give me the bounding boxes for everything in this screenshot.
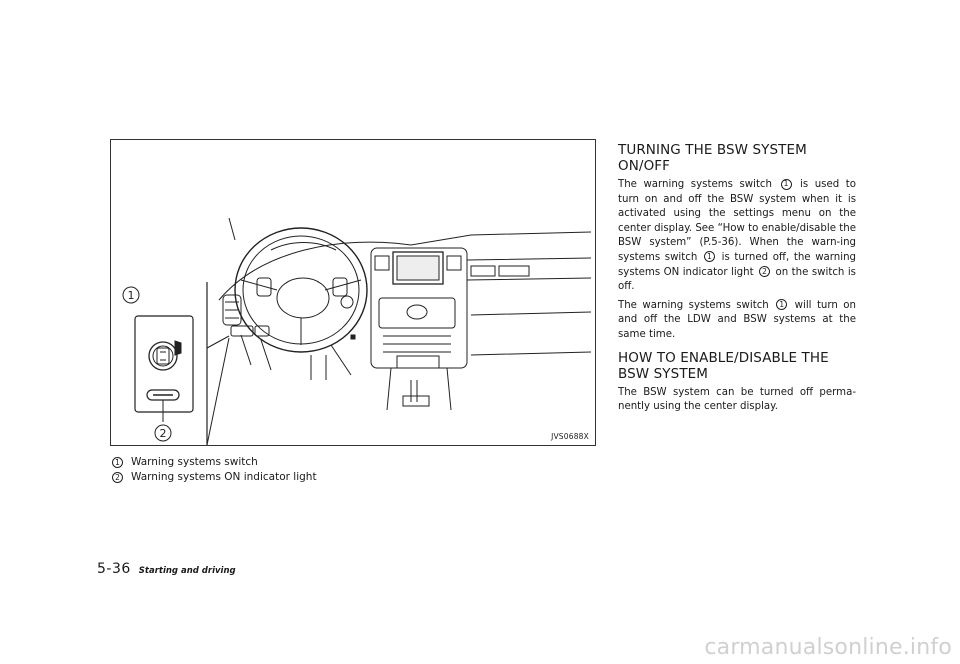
paragraph-permanent-off: The BSW system can be turned off perma-n… — [618, 386, 856, 413]
watermark: carmanualsonline.info — [704, 635, 952, 660]
text-run: is used to turn on and off the BSW syste… — [618, 179, 856, 263]
paragraph-ldw-bsw: The warning systems switch 1 will turn o… — [618, 299, 856, 343]
text-run: The warning systems switch — [618, 179, 779, 190]
caption-number: 2 — [112, 472, 123, 483]
dashboard-figure: 1 2 JVS0688X — [110, 139, 596, 446]
svg-text:1: 1 — [128, 289, 135, 302]
callout-2-marker: 2 — [154, 424, 172, 442]
text-run: The warning systems switch — [618, 299, 775, 311]
text-run: will turn on and off the LDW and BSW sys… — [618, 299, 856, 340]
figure-captions: 1 Warning systems switch 2 Warning syste… — [112, 455, 317, 485]
caption-row: 2 Warning systems ON indicator light — [112, 470, 317, 485]
item-number: 2 — [759, 266, 771, 278]
item-number: 1 — [776, 299, 788, 311]
caption-row: 1 Warning systems switch — [112, 455, 317, 470]
figure-code: JVS0688X — [551, 432, 589, 441]
body-text-column: TURNING THE BSW SYSTEM ON/OFF The warnin… — [618, 142, 856, 415]
text-run: on the switch is off. — [618, 266, 856, 293]
item-number: 1 — [703, 251, 715, 263]
caption-number: 1 — [112, 457, 123, 468]
dashboard-illustration: 1 2 — [122, 217, 592, 446]
callout-1-marker: 1 — [122, 286, 140, 304]
page-number: 5-36 — [97, 561, 131, 577]
paragraph-switch-description: The warning systems switch 1 is used to … — [618, 178, 856, 295]
caption-text: Warning systems switch — [131, 456, 258, 468]
footer-section-name: Starting and driving — [138, 566, 236, 576]
item-number: 1 — [780, 178, 792, 190]
section-heading-enable-disable: HOW TO ENABLE/DISABLE THE BSW SYSTEM — [618, 349, 829, 382]
text-run: is turned off, the warning systems ON in… — [618, 251, 856, 278]
section-heading-bsw-on-off: TURNING THE BSW SYSTEM ON/OFF — [618, 142, 807, 174]
caption-text: Warning systems ON indicator light — [131, 471, 317, 483]
page-footer: 5-36 Starting and driving — [97, 561, 236, 577]
svg-text:2: 2 — [160, 427, 167, 440]
